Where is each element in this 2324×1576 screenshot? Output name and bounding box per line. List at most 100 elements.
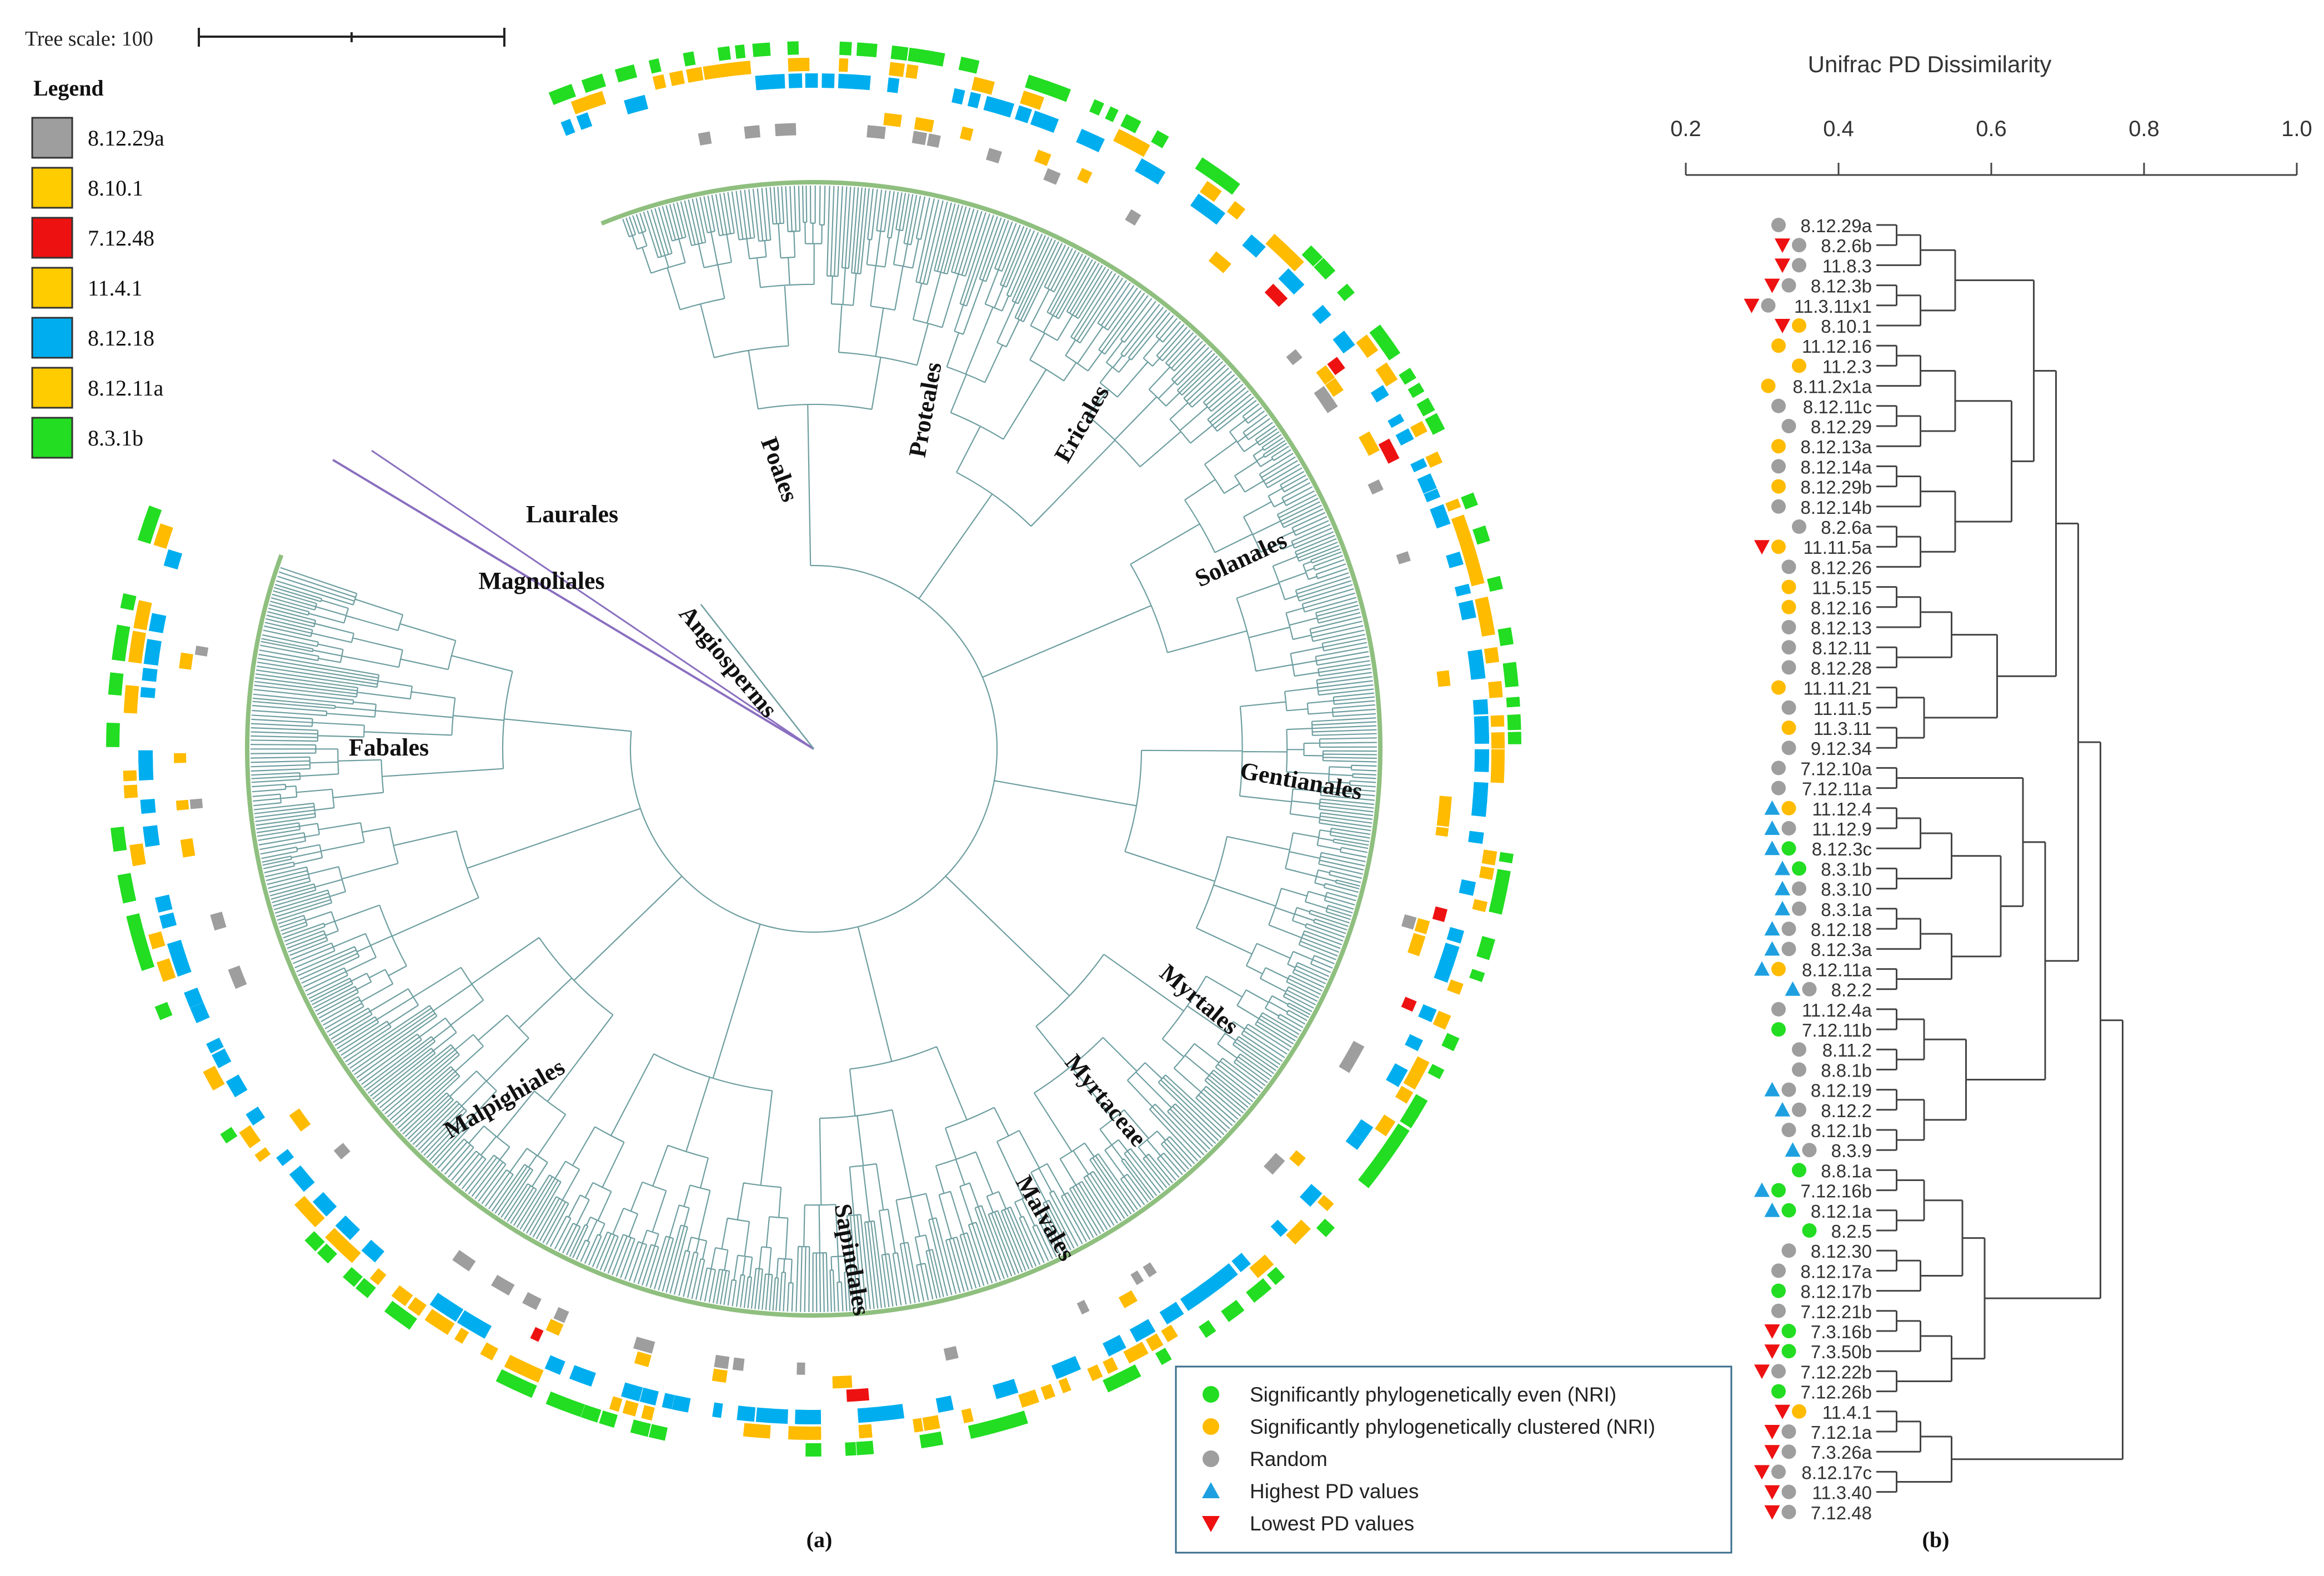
dendrogram-tick-label: 1.0 (2281, 117, 2312, 141)
green-status-dot (1781, 1324, 1796, 1338)
grey-status-dot (1781, 419, 1796, 433)
orange-status-dot (1771, 338, 1786, 353)
grey-status-dot (1771, 761, 1786, 776)
leaf-label: 8.12.14b (1801, 497, 1872, 518)
grey-status-dot (1771, 1002, 1786, 1017)
leaf-label: 8.12.16 (1811, 598, 1872, 618)
leaf-label: 8.3.10 (1821, 879, 1872, 900)
dendrogram-leaf: 11.5.15 (1781, 578, 1872, 598)
clade-label: Magnoliales (478, 567, 604, 594)
dendrogram-leaf: 8.12.1a (1764, 1201, 1872, 1222)
orange-status-dot (1771, 439, 1786, 454)
grey-status-dot (1781, 620, 1796, 634)
leaf-label: 8.12.30 (1811, 1241, 1872, 1262)
grey-status-dot (1781, 278, 1796, 293)
panel-a-label: (a) (807, 1527, 833, 1552)
leaf-label: 8.12.11c (1803, 397, 1872, 417)
dendrogram-leaf: 7.12.16b (1754, 1181, 1872, 1202)
grey-status-dot (1781, 1082, 1796, 1097)
dendrogram-leaf: 8.12.19 (1764, 1080, 1872, 1101)
dendrogram-leaf: 11.3.11 (1781, 718, 1872, 739)
dendrogram-leaf: 8.3.9 (1785, 1140, 1872, 1161)
dendrogram-leaf: 8.12.14b (1771, 497, 1872, 518)
dendrogram-leaf: 8.2.6b (1775, 236, 1872, 256)
dendrogram-leaf: 8.3.10 (1775, 879, 1872, 900)
dendrogram-leaf: 8.12.26 (1781, 557, 1872, 578)
dendrogram-leaf: 8.12.13 (1781, 618, 1872, 638)
leaf-label: 11.11.5a (1803, 537, 1872, 558)
key-dot (1203, 1418, 1219, 1435)
highest-pd-marker (1785, 981, 1801, 996)
dendrogram-leaf: 8.12.29a (1771, 216, 1872, 236)
grey-status-dot (1771, 1364, 1786, 1379)
grey-status-dot (1771, 1263, 1786, 1278)
dendrogram-leaf: 7.12.22b (1754, 1362, 1872, 1382)
dendrogram-leaf: 8.3.1b (1775, 859, 1872, 879)
leaf-label: 8.12.26 (1811, 557, 1872, 578)
leaf-label: 9.12.34 (1811, 738, 1872, 759)
orange-status-dot (1771, 479, 1786, 494)
legend-swatch (31, 117, 73, 159)
grey-status-dot (1771, 1464, 1786, 1479)
grey-status-dot (1781, 741, 1796, 756)
dendrogram-leaf: 8.11.2x1a (1761, 377, 1872, 397)
leaf-label: 11.12.4a (1802, 1000, 1872, 1020)
highest-pd-marker (1764, 820, 1780, 835)
leaf-label: 8.2.2 (1831, 980, 1872, 1000)
legend-swatch (31, 217, 73, 259)
grey-status-dot (1792, 519, 1806, 534)
legend-swatch (31, 267, 73, 309)
key-dot (1203, 1450, 1219, 1467)
lowest-pd-marker (1764, 1344, 1780, 1359)
dendrogram-leaf: 8.12.29 (1781, 417, 1872, 437)
orange-status-dot (1771, 680, 1786, 695)
leaf-label: 8.12.29 (1811, 417, 1872, 437)
grey-status-dot (1781, 559, 1796, 574)
leaf-label: 7.3.50b (1811, 1342, 1872, 1362)
legend-swatch (31, 367, 73, 409)
green-status-dot (1792, 861, 1806, 876)
dendrogram-leaf: 8.12.17a (1771, 1261, 1872, 1282)
dendrogram-tick-label: 0.2 (1670, 117, 1701, 141)
key-label: Highest PD values (1250, 1480, 1419, 1503)
leaf-label: 8.12.1a (1811, 1201, 1872, 1222)
legend-item-label: 11.4.1 (88, 276, 143, 301)
leaf-label: 11.3.11x1 (1794, 296, 1872, 317)
dendrogram-leaf: 8.3.1a (1775, 899, 1872, 920)
leaf-label: 8.12.11a (1802, 959, 1872, 980)
dendrogram-leaf: 7.12.11a (1771, 779, 1872, 799)
legend-item-label: 7.12.48 (88, 226, 154, 251)
dendrogram-title: Unifrac PD Dissimilarity (1808, 51, 2052, 77)
leaf-label: 8.12.19 (1811, 1080, 1872, 1101)
grey-status-dot (1761, 298, 1776, 313)
key-label: Significantly phylogenetically clustered… (1250, 1415, 1655, 1438)
dendrogram-leaf: 8.12.1b (1781, 1120, 1872, 1141)
leaf-label: 8.12.28 (1811, 658, 1872, 678)
highest-pd-marker (1775, 880, 1790, 895)
key-label: Significantly phylogenetically even (NRI… (1250, 1383, 1616, 1406)
green-status-dot (1771, 1183, 1786, 1198)
leaf-label: 7.12.26b (1801, 1382, 1872, 1403)
dendrogram-tick-label: 0.6 (1976, 117, 2007, 141)
dendrogram-leaf: 8.8.1a (1792, 1160, 1872, 1181)
highest-pd-marker (1764, 921, 1780, 935)
clade-label: Fabales (349, 734, 429, 761)
leaf-label: 11.12.4 (1812, 799, 1872, 819)
leaf-label: 7.12.10a (1801, 758, 1872, 779)
dendrogram-leaf: 7.12.48 (1764, 1503, 1872, 1523)
dendrogram-leaf: 8.12.3c (1764, 839, 1872, 859)
leaf-label: 8.2.5 (1831, 1221, 1872, 1242)
grey-status-dot (1781, 660, 1796, 675)
grey-status-dot (1781, 700, 1796, 715)
orange-status-dot (1781, 579, 1796, 594)
lowest-pd-marker (1775, 258, 1790, 273)
grey-status-dot (1781, 640, 1796, 655)
leaf-label: 8.12.3c (1812, 839, 1872, 859)
leaf-label: 11.3.11 (1814, 718, 1872, 739)
dendrogram-leaf: 7.12.11b (1771, 1020, 1872, 1040)
key-label: Random (1250, 1448, 1328, 1470)
clade-label: Poales (755, 433, 804, 505)
grey-status-dot (1771, 218, 1786, 232)
